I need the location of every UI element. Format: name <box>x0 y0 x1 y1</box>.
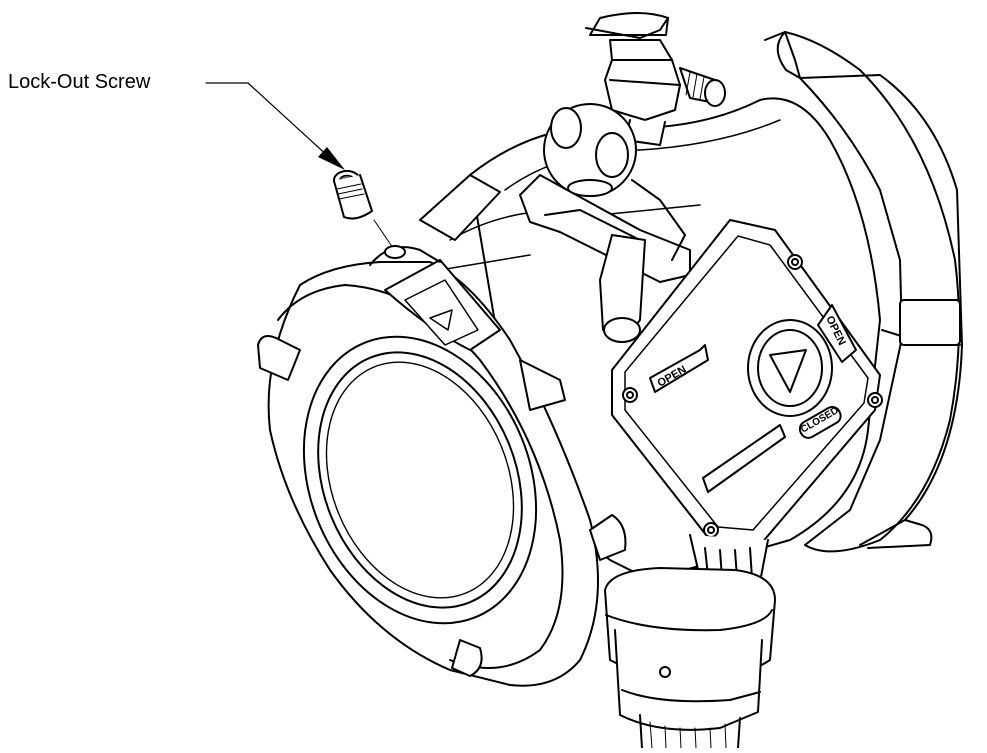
front-coupling <box>257 245 627 687</box>
bottom-outlet <box>604 534 776 749</box>
indicator-box: OPEN CLOSED OPEN <box>611 219 883 546</box>
lock-out-screw <box>333 170 394 249</box>
callout-leader <box>205 82 345 170</box>
top-vent-valve <box>585 12 726 146</box>
rear-coupling <box>764 31 963 553</box>
handle-lever <box>519 103 691 343</box>
callout-label-lock-out-screw: Lock-Out Screw <box>8 71 151 93</box>
